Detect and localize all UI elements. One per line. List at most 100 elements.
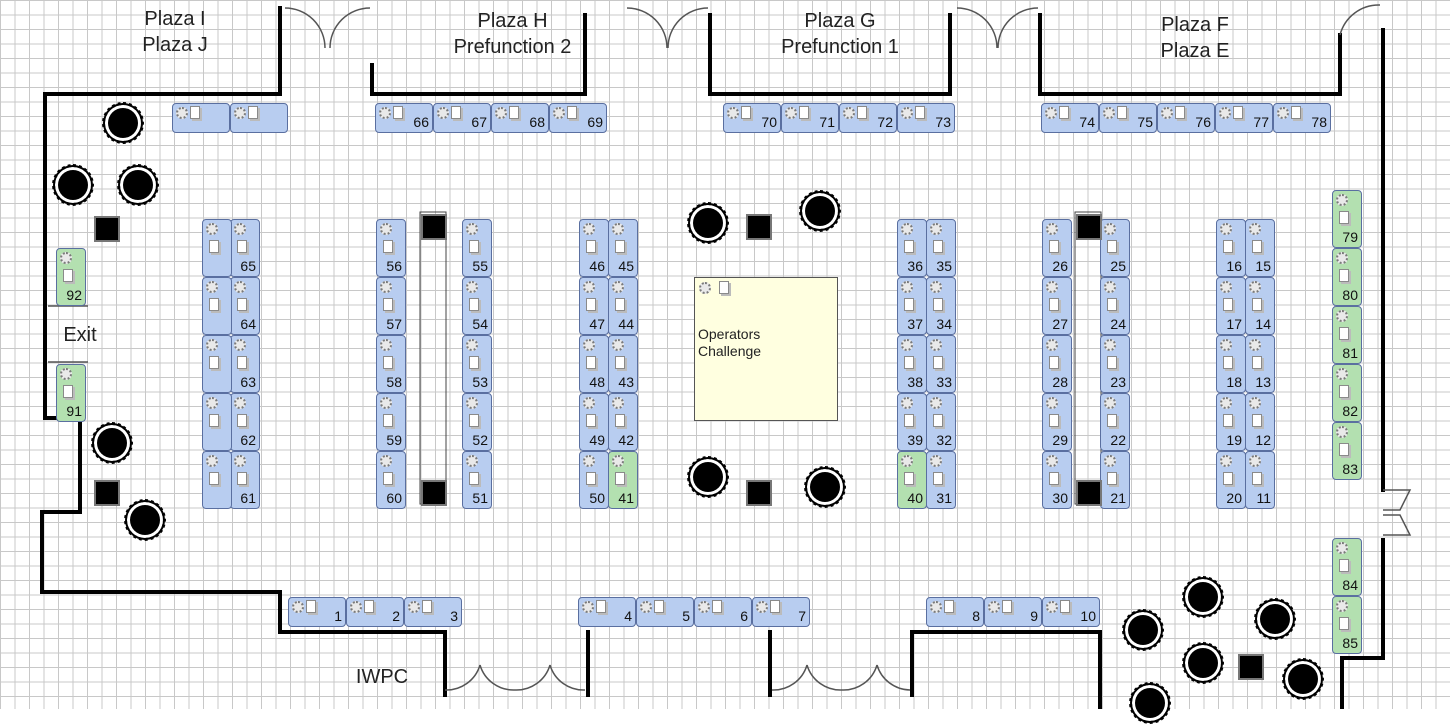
document-icon[interactable] — [237, 356, 247, 369]
booth[interactable]: 80 — [1332, 248, 1362, 306]
gear-icon[interactable] — [843, 107, 855, 119]
document-icon[interactable] — [209, 240, 219, 253]
gear-icon[interactable] — [901, 339, 913, 351]
document-icon[interactable] — [1049, 356, 1059, 369]
gear-icon[interactable] — [612, 455, 624, 467]
gear-icon[interactable] — [583, 397, 595, 409]
booth[interactable]: 3 — [404, 597, 462, 627]
booth[interactable]: 37 — [897, 277, 927, 335]
document-icon[interactable] — [1339, 559, 1349, 572]
document-icon[interactable] — [904, 356, 914, 369]
booth[interactable]: 19 — [1216, 393, 1246, 451]
document-icon[interactable] — [944, 600, 954, 613]
document-icon[interactable] — [1223, 472, 1233, 485]
booth[interactable]: 60 — [376, 451, 406, 509]
booth[interactable]: 22 — [1100, 393, 1130, 451]
booth[interactable]: 78 — [1273, 103, 1331, 133]
booth[interactable]: 26 — [1042, 219, 1072, 277]
gear-icon[interactable] — [234, 397, 246, 409]
document-icon[interactable] — [712, 600, 722, 613]
gear-icon[interactable] — [1220, 397, 1232, 409]
gear-icon[interactable] — [1249, 455, 1261, 467]
booth[interactable]: 65 — [230, 219, 260, 277]
document-icon[interactable] — [237, 414, 247, 427]
booth[interactable]: 76 — [1157, 103, 1215, 133]
booth[interactable]: 1 — [288, 597, 346, 627]
gear-icon[interactable] — [466, 455, 478, 467]
gear-icon[interactable] — [1045, 107, 1057, 119]
gear-icon[interactable] — [930, 281, 942, 293]
document-icon[interactable] — [1291, 106, 1301, 119]
gear-icon[interactable] — [206, 339, 218, 351]
booth[interactable]: 40 — [897, 451, 927, 509]
booth[interactable]: 46 — [579, 219, 609, 277]
booth[interactable] — [202, 219, 232, 277]
gear-icon[interactable] — [699, 282, 711, 294]
document-icon[interactable] — [469, 240, 479, 253]
booth[interactable]: 49 — [579, 393, 609, 451]
gear-icon[interactable] — [1046, 397, 1058, 409]
gear-icon[interactable] — [612, 223, 624, 235]
document-icon[interactable] — [1233, 106, 1243, 119]
booth[interactable]: 34 — [926, 277, 956, 335]
document-icon[interactable] — [1223, 414, 1233, 427]
booth[interactable]: 35 — [926, 219, 956, 277]
document-icon[interactable] — [509, 106, 519, 119]
booth[interactable]: 17 — [1216, 277, 1246, 335]
document-icon[interactable] — [1060, 600, 1070, 613]
gear-icon[interactable] — [1046, 339, 1058, 351]
booth[interactable]: 84 — [1332, 538, 1362, 596]
gear-icon[interactable] — [466, 397, 478, 409]
gear-icon[interactable] — [1336, 426, 1348, 438]
booth[interactable]: 16 — [1216, 219, 1246, 277]
document-icon[interactable] — [933, 472, 943, 485]
gear-icon[interactable] — [1046, 223, 1058, 235]
document-icon[interactable] — [248, 106, 258, 119]
gear-icon[interactable] — [292, 601, 304, 613]
gear-icon[interactable] — [612, 397, 624, 409]
gear-icon[interactable] — [698, 601, 710, 613]
document-icon[interactable] — [615, 356, 625, 369]
document-icon[interactable] — [1223, 240, 1233, 253]
document-icon[interactable] — [1049, 472, 1059, 485]
document-icon[interactable] — [1252, 298, 1262, 311]
gear-icon[interactable] — [1046, 281, 1058, 293]
booth[interactable]: 6 — [694, 597, 752, 627]
booth[interactable]: 41 — [608, 451, 638, 509]
gear-icon[interactable] — [901, 397, 913, 409]
booth[interactable]: 81 — [1332, 306, 1362, 364]
booth[interactable]: 29 — [1042, 393, 1072, 451]
booth[interactable]: 51 — [462, 451, 492, 509]
gear-icon[interactable] — [756, 601, 768, 613]
document-icon[interactable] — [857, 106, 867, 119]
document-icon[interactable] — [904, 240, 914, 253]
booth[interactable]: 85 — [1332, 596, 1362, 654]
document-icon[interactable] — [383, 356, 393, 369]
booth[interactable]: 7 — [752, 597, 810, 627]
booth[interactable]: 47 — [579, 277, 609, 335]
gear-icon[interactable] — [1104, 339, 1116, 351]
booth[interactable]: 61 — [230, 451, 260, 509]
document-icon[interactable] — [596, 600, 606, 613]
gear-icon[interactable] — [727, 107, 739, 119]
gear-icon[interactable] — [408, 601, 420, 613]
document-icon[interactable] — [933, 414, 943, 427]
booth[interactable]: 24 — [1100, 277, 1130, 335]
booth[interactable] — [172, 103, 230, 133]
gear-icon[interactable] — [901, 223, 913, 235]
document-icon[interactable] — [469, 298, 479, 311]
gear-icon[interactable] — [60, 252, 72, 264]
gear-icon[interactable] — [380, 455, 392, 467]
document-icon[interactable] — [741, 106, 751, 119]
booth[interactable] — [230, 103, 288, 133]
document-icon[interactable] — [1107, 298, 1117, 311]
booth[interactable] — [202, 277, 232, 335]
document-icon[interactable] — [306, 600, 316, 613]
document-icon[interactable] — [1339, 617, 1349, 630]
booth[interactable]: 62 — [230, 393, 260, 451]
gear-icon[interactable] — [553, 107, 565, 119]
document-icon[interactable] — [209, 298, 219, 311]
booth[interactable]: 31 — [926, 451, 956, 509]
booth[interactable]: 2 — [346, 597, 404, 627]
gear-icon[interactable] — [930, 397, 942, 409]
